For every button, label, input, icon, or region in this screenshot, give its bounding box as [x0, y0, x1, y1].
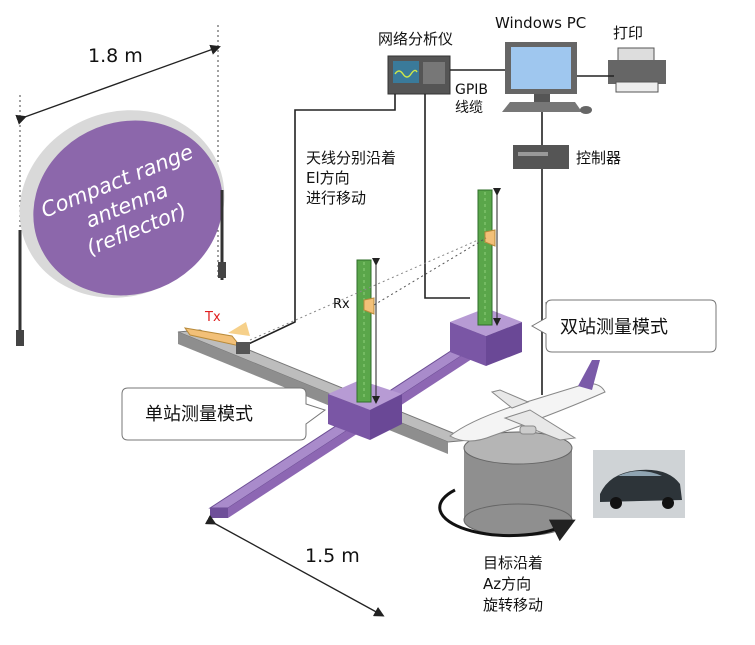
target-note-line1: 目标沿着 [483, 554, 543, 572]
tx-cable [239, 94, 396, 349]
rx-cable [424, 94, 470, 299]
gpib-label-line2: 线缆 [455, 100, 483, 116]
bistatic-block [450, 308, 522, 366]
bistatic-callout-text: 双站测量模式 [560, 317, 668, 338]
controller-label: 控制器 [576, 149, 621, 167]
network-analyzer-label: 网络分析仪 [378, 30, 453, 48]
beam-line-1 [373, 237, 487, 306]
antenna-note-line1: 天线分别沿着 [306, 149, 396, 167]
windows-pc: Windows PC [495, 14, 592, 114]
compact-range-reflector: Compact range antenna (reflector) [16, 110, 226, 346]
reflector-width-dimension: 1.8 m [15, 25, 221, 280]
network-analyzer: 网络分析仪 [378, 30, 453, 95]
turntable [438, 431, 576, 542]
tx-antenna: Tx [183, 310, 250, 354]
reflector-width-label: 1.8 m [88, 45, 143, 67]
printer-label: 打印 [613, 24, 643, 42]
rx-mast-monostatic: Rx [333, 258, 380, 404]
airplane-target [449, 360, 606, 442]
tx-label: Tx [204, 310, 221, 325]
antenna-note-line2: El方向 [306, 169, 350, 187]
target-note-line2: Az方向 [483, 575, 531, 593]
windows-pc-label: Windows PC [495, 14, 586, 32]
rx-mast-bistatic [477, 188, 501, 326]
car-photo [593, 450, 685, 518]
controller: 控制器 [513, 112, 621, 395]
monostatic-callout: 单站测量模式 [121, 387, 327, 441]
rail-length-label: 1.5 m [305, 545, 360, 567]
target-note-line3: 旋转移动 [483, 596, 543, 614]
beam-line-2 [249, 239, 479, 341]
gpib-label-line1: GPIB [455, 82, 488, 98]
rail-length-dimension: 1.5 m [204, 514, 385, 617]
antenna-note-line3: 进行移动 [306, 189, 366, 207]
bistatic-callout: 双站测量模式 [530, 299, 717, 353]
printer: 打印 [608, 24, 666, 93]
rx-label: Rx [333, 297, 350, 312]
monostatic-callout-text: 单站测量模式 [145, 404, 253, 425]
